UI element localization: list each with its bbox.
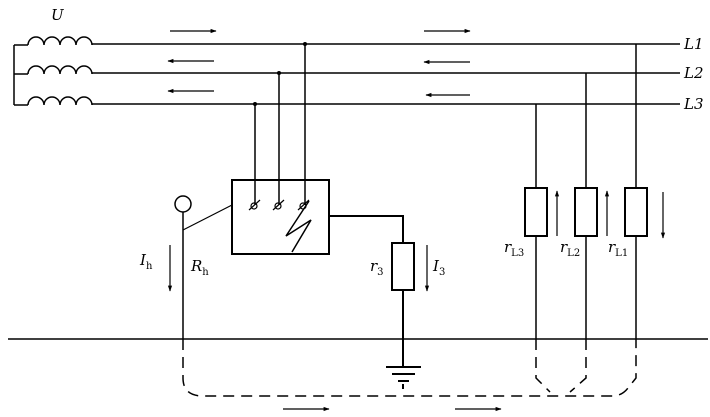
transformer-windings	[13, 36, 93, 106]
insulation-resistors	[524, 44, 648, 339]
touch-contact	[182, 204, 233, 231]
person-head-icon	[174, 195, 192, 213]
label-rl3: rL3	[504, 238, 524, 259]
current-arrows	[167, 28, 666, 412]
equipment-taps	[254, 44, 306, 205]
earth-current-path	[182, 339, 637, 397]
label-rl2: rL2	[560, 238, 580, 259]
resistor-r3	[391, 242, 415, 291]
line-label-l1: L1	[683, 35, 704, 53]
line-label-l3: L3	[683, 95, 704, 113]
label-rh: Rh	[190, 257, 209, 278]
equipment-enclosure	[231, 179, 330, 255]
junction-dots	[253, 42, 307, 106]
protective-conductor	[329, 215, 404, 243]
switch-contacts	[248, 199, 310, 211]
label-r3: r3	[370, 257, 384, 278]
earth-icon	[386, 366, 421, 389]
fault-zigzag	[285, 200, 312, 253]
label-ih: Ih	[139, 251, 153, 272]
line-label-l2: L2	[683, 64, 704, 82]
source-label: U	[51, 6, 65, 24]
label-rl1: rL1	[608, 238, 628, 259]
label-i3: I3	[432, 257, 445, 278]
